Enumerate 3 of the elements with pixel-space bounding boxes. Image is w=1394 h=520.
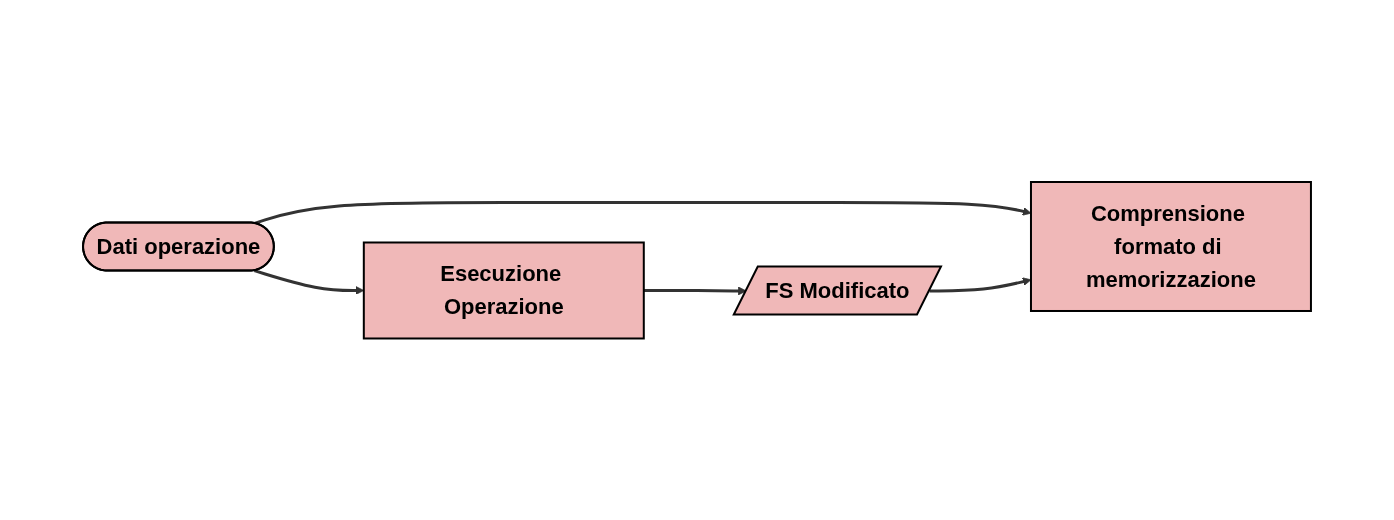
node-box: Esecuzione Operazione — [362, 241, 645, 340]
node-box: Comprensione formato di memorizzazione — [1029, 180, 1312, 312]
arrow — [643, 286, 747, 296]
